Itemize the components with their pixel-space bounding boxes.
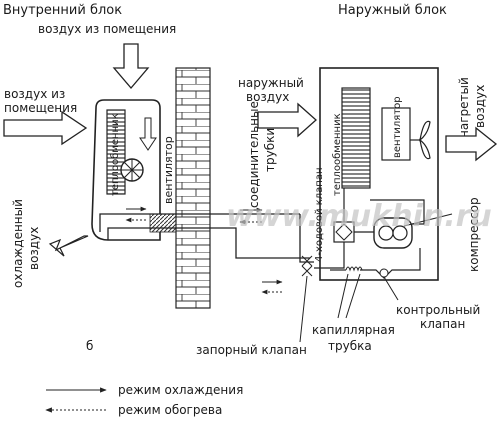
room-air-top-label: воздух из помещения	[38, 22, 176, 36]
legend: режим охлаждения режим обогрева	[45, 383, 243, 417]
outdoor-unit-title: Наружный блок	[338, 3, 447, 18]
connecting-pipes-label-2: трубки	[263, 128, 277, 172]
indoor-unit-title: Внутренний блок	[3, 3, 122, 18]
indoor-heat-exchanger-label: теплообменник	[110, 113, 121, 196]
outdoor-air-label-1: наружный	[238, 76, 304, 90]
shutoff-valve-icons	[301, 255, 313, 277]
shutoff-valve-label: запорный клапан	[196, 343, 307, 357]
outdoor-fan-label: вентилятор	[392, 96, 403, 158]
watermark: www.mukhin.ru	[226, 199, 492, 234]
indoor-flow-arrows	[125, 206, 283, 295]
heated-air-label-1: нагретый	[457, 77, 471, 138]
connecting-pipes	[99, 213, 314, 263]
room-air-left-label-1: воздух из	[4, 87, 65, 101]
compressor-label: компрессор	[467, 197, 481, 272]
indoor-heat-exchanger-coil	[106, 109, 126, 195]
indoor-fan-label: вентилятор	[162, 136, 175, 204]
room-air-left-label-2: помещения	[4, 101, 77, 115]
outdoor-fan-housing	[381, 107, 411, 161]
legend-cooling-label: режим охлаждения	[118, 383, 243, 397]
capillary-tube-coil	[345, 266, 363, 272]
check-valve-label-2: клапан	[420, 317, 465, 331]
four-way-valve-label: 4-ходовой клапан	[314, 168, 325, 263]
outdoor-air-arrow	[257, 102, 317, 138]
figure-letter: б	[86, 339, 93, 353]
room-air-left-arrow	[3, 110, 88, 146]
callout-lines	[299, 213, 453, 343]
cooled-air-label-1: охлажденный	[11, 199, 25, 288]
heated-air-arrow	[445, 126, 498, 162]
outdoor-air-label-2: воздух	[246, 90, 289, 104]
heated-air-label-2: воздух	[473, 85, 487, 128]
outdoor-heat-exchanger-coil	[341, 87, 371, 189]
capillary-tube-label-1: капиллярная	[312, 323, 395, 337]
cooled-air-arrow	[48, 235, 89, 257]
capillary-tube-label-2: трубка	[328, 339, 372, 353]
outdoor-heat-exchanger-label: теплообменник	[332, 113, 343, 196]
compressor-icon	[373, 217, 413, 249]
cooled-air-label-2: воздух	[27, 227, 41, 270]
outdoor-fan-icon	[410, 120, 431, 160]
check-valve-label-1: контрольный	[396, 303, 480, 317]
four-way-valve-icon	[333, 221, 355, 243]
indoor-airflow-arrow	[139, 117, 157, 151]
room-air-top-arrow	[112, 43, 150, 90]
indoor-fan-icon	[120, 158, 144, 182]
legend-heating-label: режим обогрева	[118, 403, 222, 417]
check-valve-icon	[379, 268, 389, 278]
building-wall	[175, 67, 211, 309]
